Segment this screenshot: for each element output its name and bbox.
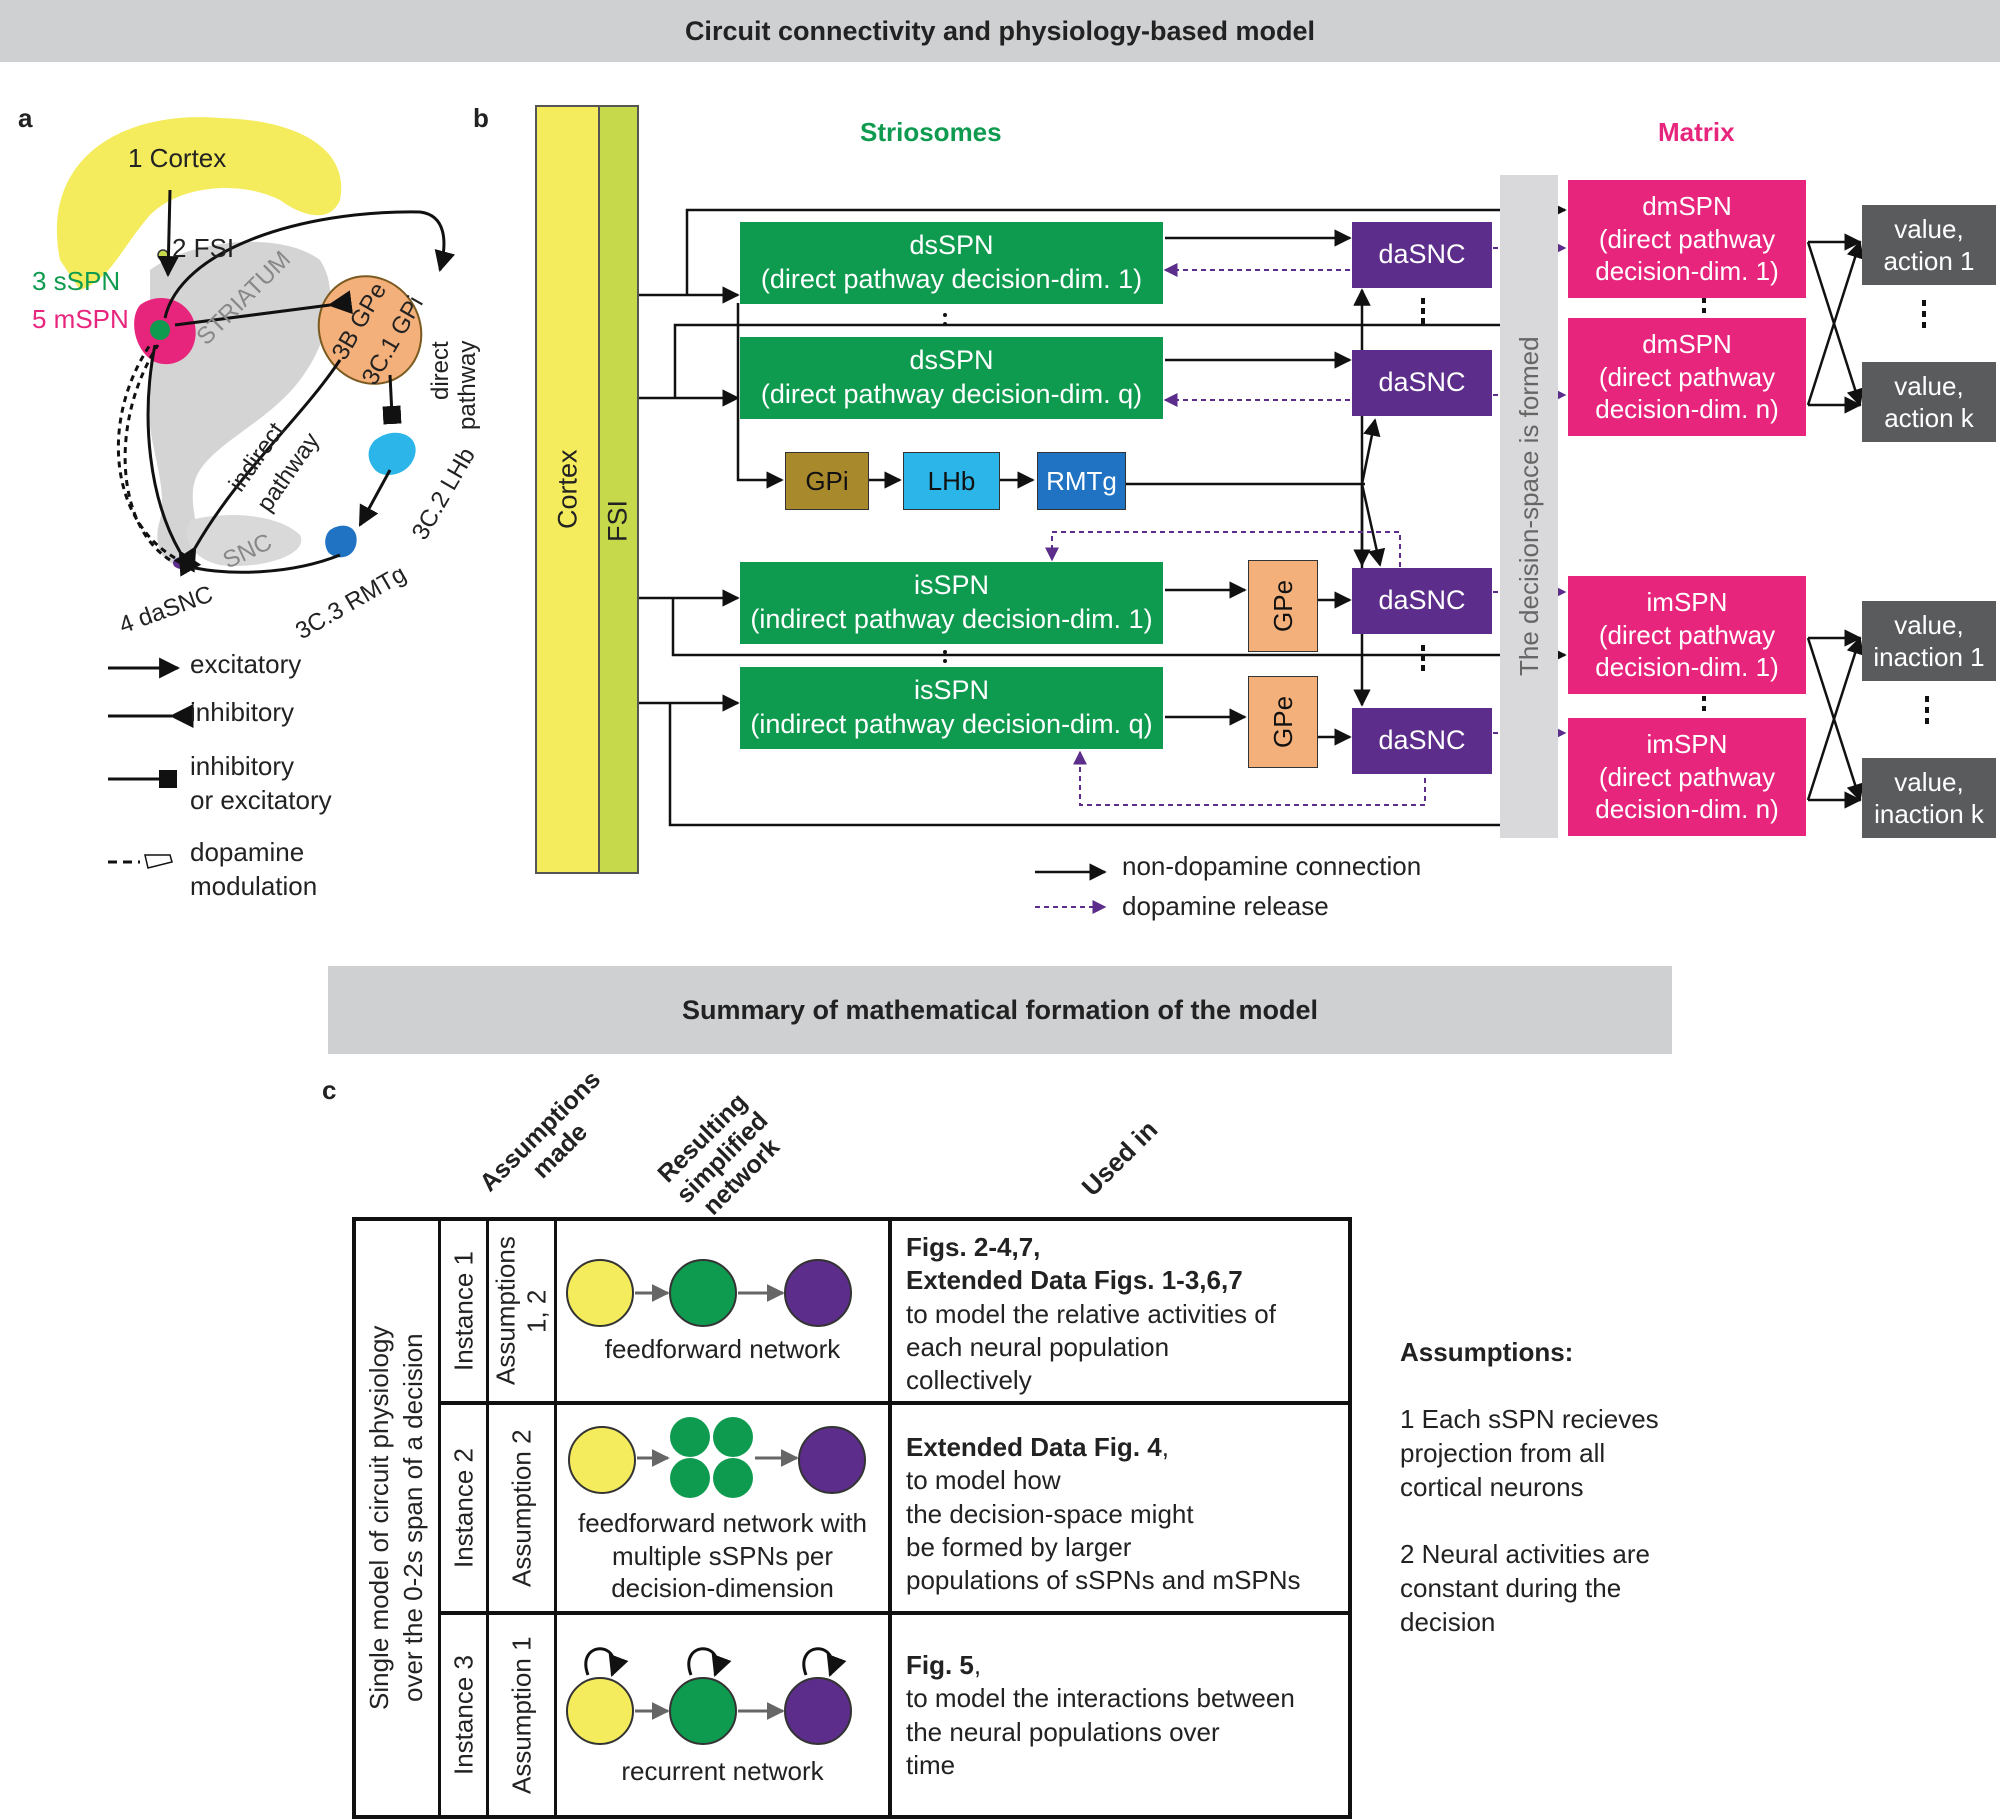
imspn-1-box: imSPN (direct pathway decision-dim. 1): [1568, 576, 1806, 694]
dmspn-1-box: dmSPN (direct pathway decision-dim. 1): [1568, 180, 1806, 298]
cortex-shape: [56, 117, 342, 290]
rmtg-box: RMTg: [1037, 452, 1126, 510]
brain-connections: [116, 189, 456, 577]
col-divider-4: [888, 1221, 892, 1815]
panel-c-letter: c: [322, 1075, 337, 1105]
dasnc-dot: [173, 557, 191, 569]
used-in-1: Figs. 2-4,7, Extended Data Figs. 1-3,6,7…: [906, 1232, 1276, 1396]
mspn-label: 5 mSPN: [32, 304, 129, 334]
legend-inhibitory: inhibitory: [190, 697, 295, 727]
assumption-2-text: 2 Neural activities are constant during …: [1400, 1539, 1650, 1637]
summary-table: Single model of circuit physiology over …: [352, 1217, 1352, 1819]
used-in-2: Extended Data Fig. 4, to model how the d…: [906, 1432, 1301, 1596]
matrix-label: Matrix: [1658, 117, 1735, 147]
sspn-node: [669, 1259, 737, 1327]
dsspn-1-box: dsSPN (direct pathway decision-dim. 1): [740, 222, 1163, 304]
banner-circuit: Circuit connectivity and physiology-base…: [0, 0, 2000, 62]
cortex-bar: Cortex: [535, 105, 602, 874]
fsi-dot: [157, 249, 169, 261]
gpe-box-2: GPe: [1248, 676, 1318, 768]
assumption-1-text: 1 Each sSPN recieves projection from all…: [1400, 1404, 1659, 1502]
legend-dopamine: dopamine modulation: [190, 837, 318, 901]
panel-b-arrows: [637, 201, 1864, 834]
value-inaction-k-box: value, inaction k: [1862, 758, 1996, 838]
gpe-box-1: GPe: [1248, 560, 1318, 652]
col-divider-1: [438, 1221, 441, 1815]
cortex-label: 1 Cortex: [128, 143, 227, 173]
value-action-k-box: value, action k: [1862, 362, 1996, 442]
panel-b-ellipses: [943, 298, 1929, 724]
direct-label-2: pathway: [454, 340, 481, 430]
assumption-1-label: Assumptions 1, 2: [490, 1236, 552, 1386]
network-3: [566, 1647, 852, 1745]
instance-3-label: Instance 3: [448, 1655, 479, 1775]
sspn-dot: [150, 320, 170, 340]
decision-space-bar: The decision-space is formed: [1500, 175, 1558, 838]
legend-inh-exc: inhibitory or excitatory: [190, 751, 332, 815]
banner-summary: Summary of mathematical formation of the…: [328, 966, 1672, 1054]
legend-b-lines: [1035, 863, 1107, 914]
panel-a-letter: a: [18, 103, 33, 133]
sspn-label: 3 sSPN: [32, 266, 121, 296]
dasnc-box-4: daSNC: [1352, 708, 1492, 774]
dasnc-box-1: daSNC: [1352, 222, 1492, 288]
rmtg-shape: [325, 525, 357, 558]
side-label: Single model of circuit physiology over …: [364, 1325, 428, 1711]
value-inaction-1-box: value, inaction 1: [1862, 601, 1996, 681]
row-divider-2: [438, 1611, 1348, 1615]
network-1-caption: feedforward network: [604, 1334, 841, 1364]
fsi-label: 2 FSI: [172, 233, 235, 263]
assumption-3-label: Assumption 1: [506, 1636, 537, 1794]
network-2-caption: feedforward network with multiple sSPNs …: [577, 1508, 868, 1603]
legend-a-lines: [108, 657, 194, 869]
gpi-box: GPi: [785, 452, 869, 510]
network-1: [566, 1259, 852, 1327]
row-divider-1: [438, 1401, 1348, 1405]
striosomes-label: Striosomes: [860, 117, 1002, 147]
assumption-2-label: Assumption 2: [506, 1429, 537, 1587]
panel-b-letter: b: [473, 103, 489, 133]
instance-1-label: Instance 1: [448, 1251, 479, 1371]
isspn-q-box: isSPN (indirect pathway decision-dim. q): [740, 667, 1163, 749]
cortex-node: [566, 1259, 634, 1327]
imspn-n-box: imSPN (direct pathway decision-dim. n): [1568, 718, 1806, 836]
isspn-1-box: isSPN (indirect pathway decision-dim. 1): [740, 562, 1163, 644]
dmspn-n-box: dmSPN (direct pathway decision-dim. n): [1568, 318, 1806, 436]
dsspn-q-box: dsSPN (direct pathway decision-dim. q): [740, 337, 1163, 419]
dasnc-box-2: daSNC: [1352, 350, 1492, 416]
assumptions-title: Assumptions:: [1400, 1337, 1574, 1367]
legend-excitatory: excitatory: [190, 649, 302, 679]
mspn-node: [784, 1259, 852, 1327]
fsi-bar: FSI: [598, 105, 639, 874]
legend-dopamine-release: dopamine release: [1122, 891, 1329, 921]
instance-2-label: Instance 2: [448, 1448, 479, 1568]
col-divider-2: [486, 1221, 489, 1815]
value-action-1-box: value, action 1: [1862, 205, 1996, 285]
col-divider-3: [554, 1221, 557, 1815]
dasnc-box-3: daSNC: [1352, 568, 1492, 634]
lhb-shape: [368, 432, 416, 475]
network-2: [568, 1417, 866, 1498]
legend-non-dopamine: non-dopamine connection: [1122, 851, 1422, 881]
snc-shape: [186, 515, 302, 566]
network-3-caption: recurrent network: [621, 1756, 824, 1786]
lhb-box: LHb: [903, 452, 1000, 510]
used-in-3: Fig. 5, to model the interactions betwee…: [906, 1650, 1295, 1780]
